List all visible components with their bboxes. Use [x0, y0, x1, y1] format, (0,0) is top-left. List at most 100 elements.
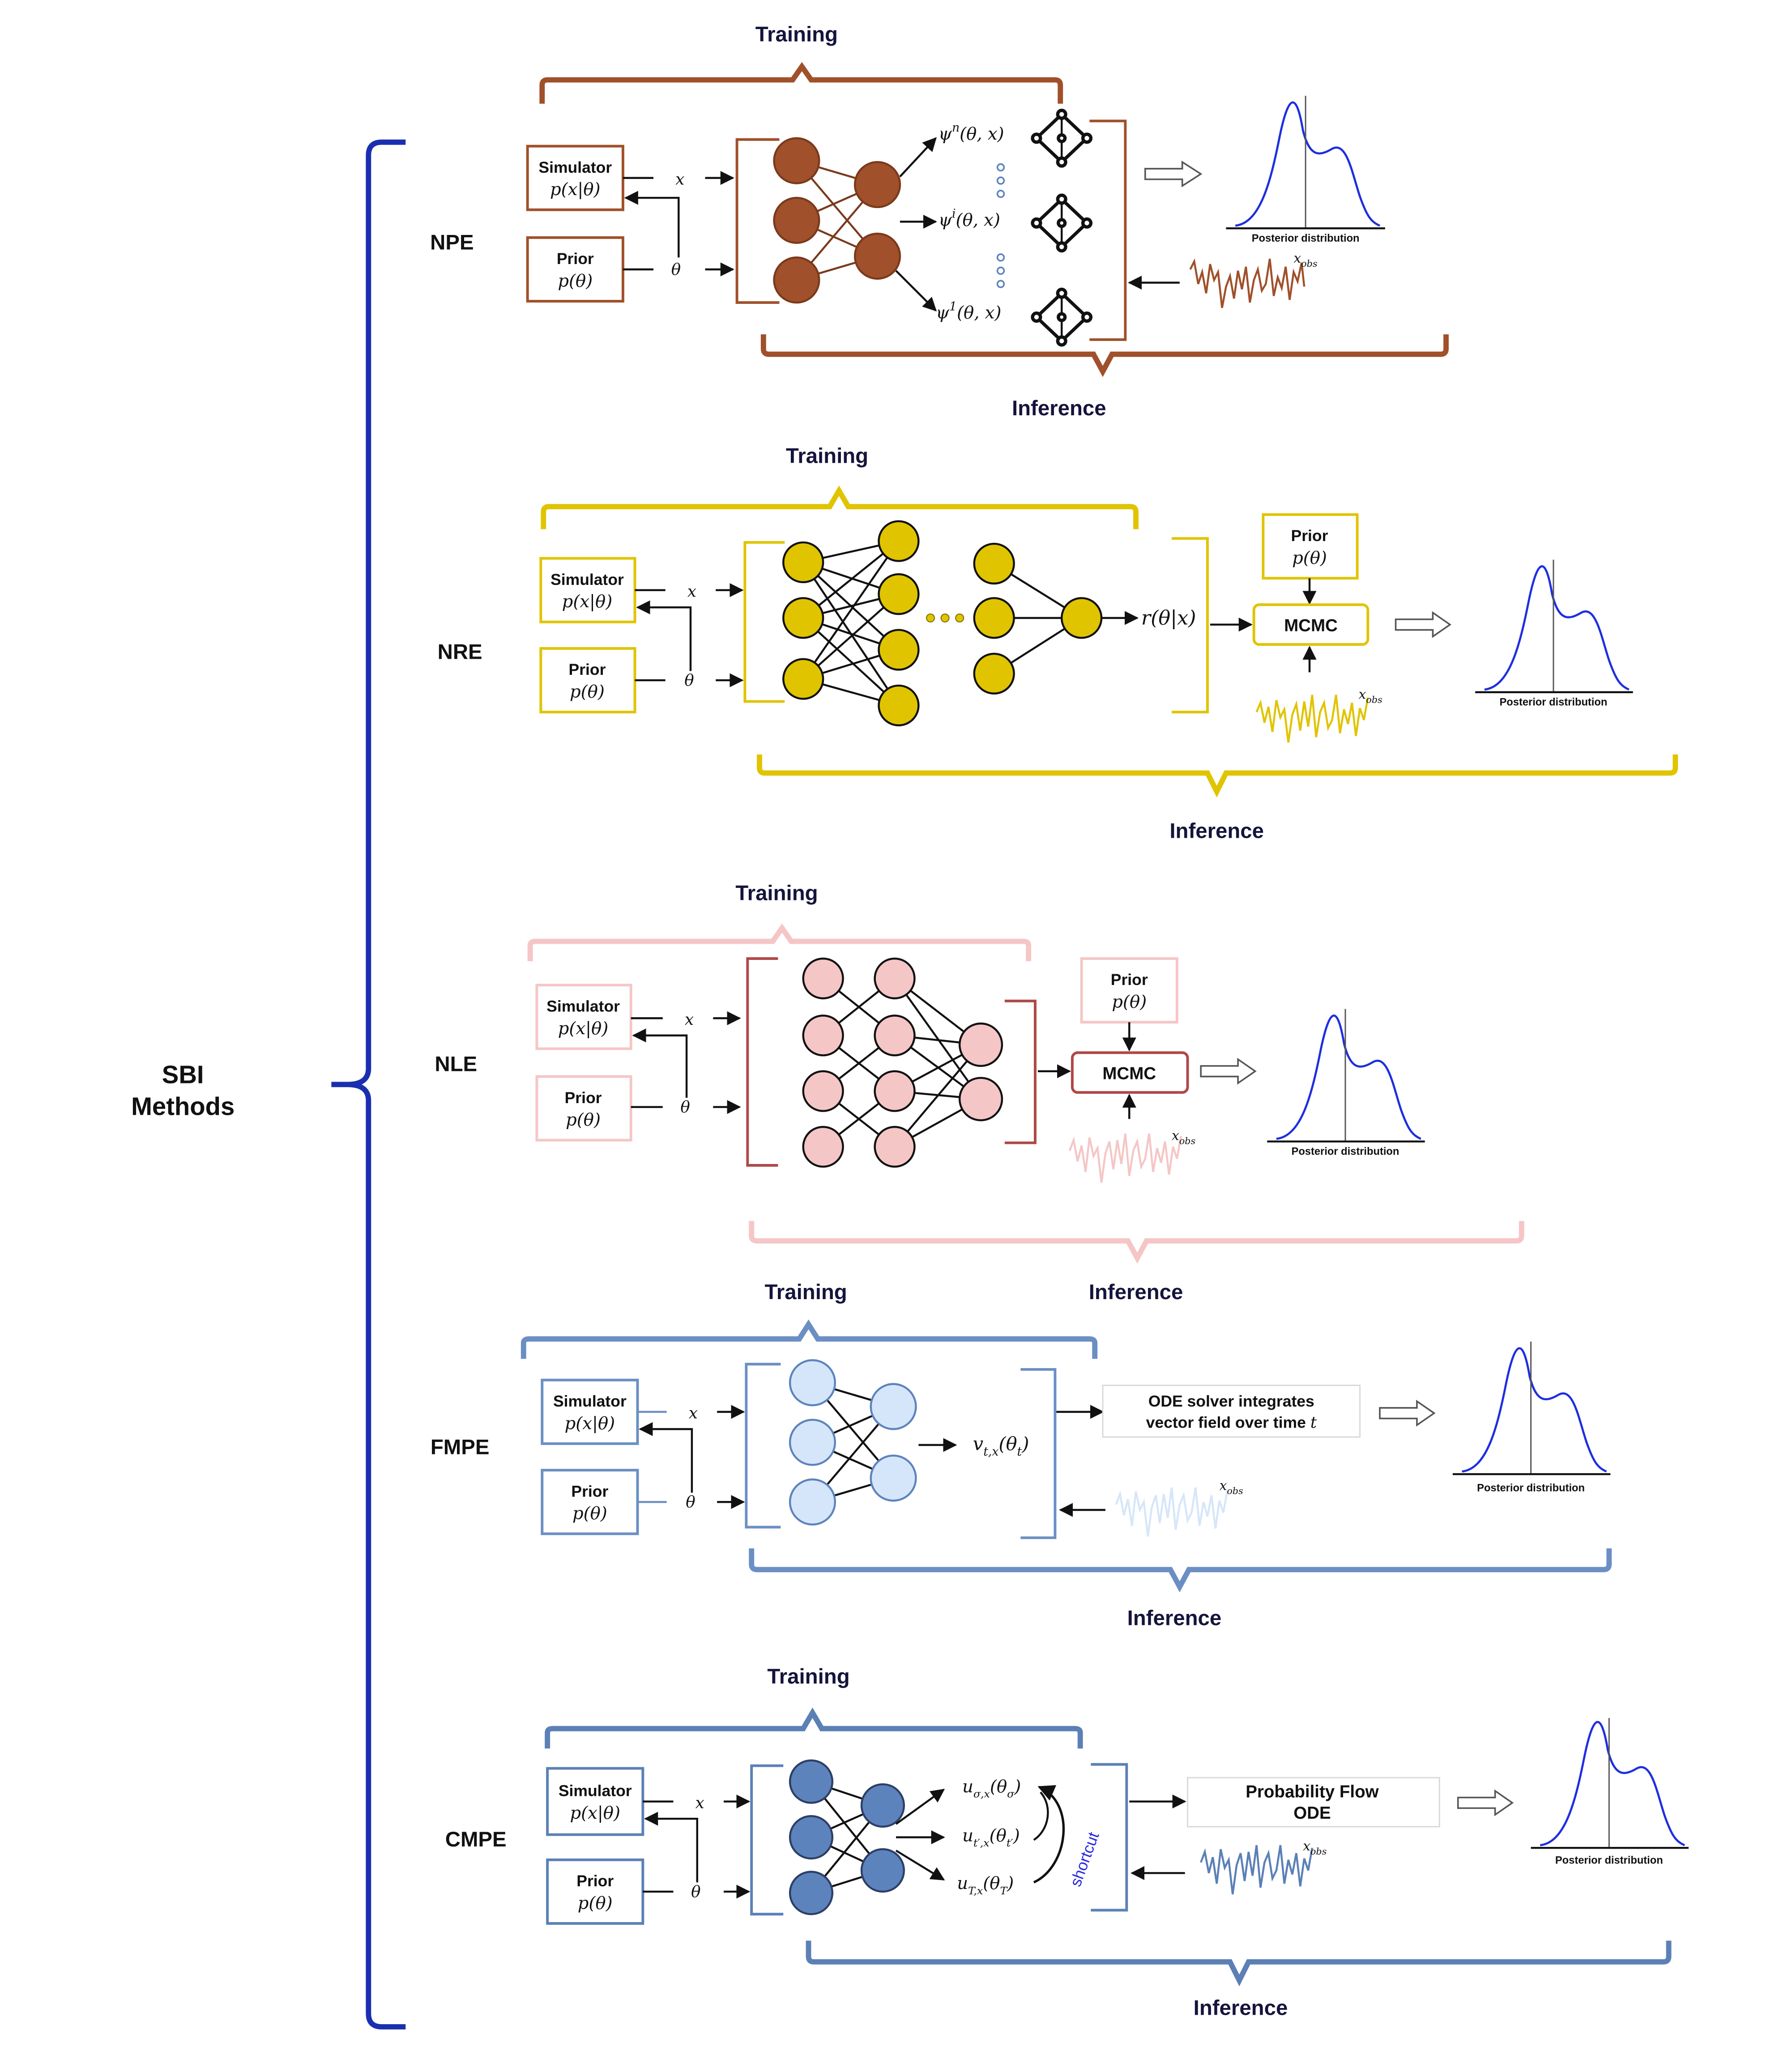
fmpe-simulator-label: Simulator: [553, 1392, 627, 1410]
fmpe-simulator-box: [541, 1378, 639, 1445]
npe-net-bracket-right: [1089, 119, 1127, 341]
nle-simulator-box: [535, 984, 632, 1050]
method-label-npe: NPE: [430, 231, 474, 255]
nle-hollow-arrow: [1200, 1057, 1257, 1085]
fmpe-obs-signal: [1115, 1487, 1229, 1537]
fmpe-feedback-arrow: [639, 1422, 693, 1493]
nre-network: [782, 520, 1103, 726]
cmpe-prior-expr: p(θ): [578, 1893, 613, 1913]
nre-x-label: x: [687, 583, 696, 601]
method-label-fmpe: FMPE: [431, 1436, 490, 1459]
npe-simulator-label: Simulator: [538, 158, 612, 176]
nle-inference-brace: [749, 1221, 1524, 1264]
npe-out-arrow-n: [899, 137, 937, 178]
nre-feedback-arrow: [636, 600, 692, 671]
fmpe-output-label: vt,x(θt): [973, 1433, 1029, 1459]
npe-output-1: ψ1(θ, x): [936, 300, 1002, 323]
fmpe-simulator-expr: p(x|θ): [565, 1413, 615, 1433]
npe-x-label: x: [675, 170, 684, 188]
npe-hollow-arrow: [1144, 160, 1203, 188]
fmpe-net-bracket-left: [745, 1363, 781, 1529]
method-label-nle: NLE: [435, 1053, 477, 1076]
cmpe-flow-line-2: ODE: [1293, 1803, 1331, 1823]
diagram-title-line-2: Methods: [131, 1092, 235, 1120]
nle-x-label: x: [685, 1010, 694, 1029]
fmpe-posterior-label: Posterior distribution: [1477, 1483, 1585, 1494]
nre-inference-label: Inference: [1169, 819, 1264, 843]
nre-simulator-label: Simulator: [550, 571, 624, 588]
nle-net-bracket-left: [746, 957, 778, 1167]
nle-feedback-arrow: [632, 1028, 688, 1098]
nre-mcmc-box: [1252, 603, 1370, 646]
cmpe-net-bracket-left: [750, 1764, 784, 1916]
diagram-title-line-1: SBI: [162, 1060, 204, 1088]
cmpe-simulator-expr: p(x|θ): [570, 1803, 620, 1823]
nle-prior-expr: p(θ): [566, 1110, 601, 1130]
cmpe-training-label: Training: [767, 1665, 849, 1688]
nle-mcmc-box: [1071, 1051, 1189, 1094]
nre-xobs-label: xobs: [1359, 687, 1382, 705]
cmpe-output-tprime: ut′,x(θt′): [962, 1825, 1020, 1849]
npe-output-i: ψi(θ, x): [939, 207, 1000, 230]
nle-posterior-label: Posterior distribution: [1292, 1146, 1399, 1157]
nle-training-label: Training: [735, 882, 818, 905]
npe-flow-icon-2: [1031, 193, 1093, 253]
nle-prior-label: Prior: [565, 1089, 602, 1107]
cmpe-shortcut-arc-1: [1033, 1785, 1065, 1884]
fmpe-solver-box: [1102, 1385, 1361, 1438]
cmpe-flow-box: [1187, 1777, 1440, 1828]
cmpe-output-sigma: uσ,x(θσ): [962, 1777, 1021, 1800]
npe-posterior-label: Posterior distribution: [1252, 233, 1360, 244]
npe-output-n: ψn(θ, x): [939, 121, 1004, 144]
nre-simulator-expr: p(x|θ): [562, 592, 613, 612]
cmpe-hollow-arrow: [1457, 1789, 1514, 1816]
section-npe: NPE Training Simulator p(x|θ) Prior p(θ)…: [430, 23, 1449, 420]
nre-training-label: Training: [786, 444, 868, 468]
cmpe-xobs-label: xobs: [1303, 1838, 1327, 1857]
nre-net-bracket-right: [1172, 537, 1209, 714]
cmpe-out-arrow-sigma: [895, 1789, 945, 1825]
npe-out-arrow-1: [895, 270, 937, 312]
npe-net-bracket-left: [735, 138, 780, 304]
nle-prior-box: [535, 1075, 632, 1142]
fmpe-solver-line-2: vector field over time t: [1146, 1413, 1317, 1432]
npe-obs-signal: [1189, 258, 1306, 308]
fmpe-training-label: Training: [764, 1280, 847, 1304]
section-nre: NRE Training Simulator p(x|θ) Prior p(θ)…: [438, 444, 1678, 843]
fmpe-hollow-arrow: [1379, 1399, 1436, 1427]
nre-posterior-label: Posterior distribution: [1500, 696, 1608, 708]
npe-prior-box: [526, 236, 624, 303]
nle-prior-label-2: Prior: [1111, 971, 1148, 989]
fmpe-prior-expr: p(θ): [572, 1504, 607, 1524]
nre-prior-expr-2: p(θ): [1292, 548, 1327, 568]
nre-ellipsis-dots: [926, 613, 964, 622]
cmpe-prior-label: Prior: [576, 1872, 614, 1890]
fmpe-net-bracket-right: [1020, 1368, 1057, 1539]
fmpe-solver-line-1: ODE solver integrates: [1148, 1392, 1314, 1410]
cmpe-feedback-arrow: [644, 1812, 698, 1883]
nre-prior-box-2: [1262, 513, 1359, 580]
npe-ellipsis-dots: [996, 163, 1005, 288]
npe-theta-label: θ: [671, 260, 681, 279]
nle-network: [802, 957, 1003, 1168]
fmpe-inference-label: Inference: [1127, 1607, 1222, 1630]
nre-prior-box: [539, 647, 636, 714]
cmpe-output-T: uT,x(θT): [957, 1873, 1014, 1897]
npe-flow-icon-3: [1031, 287, 1093, 347]
method-label-nre: NRE: [438, 640, 482, 664]
cmpe-out-arrow-T: [895, 1850, 945, 1881]
cmpe-posterior-plot: Posterior distribution: [1531, 1718, 1689, 1867]
npe-simulator-expr: p(x|θ): [550, 179, 601, 200]
nre-posterior-plot: Posterior distribution: [1475, 559, 1633, 708]
fmpe-training-brace: [521, 1319, 1098, 1359]
nre-theta-label: θ: [684, 671, 694, 690]
nle-simulator-expr: p(x|θ): [558, 1019, 609, 1039]
nre-hollow-arrow: [1395, 611, 1452, 638]
nle-posterior-plot: Posterior distribution: [1267, 1009, 1425, 1157]
fmpe-prior-box: [541, 1469, 639, 1535]
cmpe-inference-label: Inference: [1194, 1996, 1288, 2020]
cmpe-simulator-box: [546, 1767, 644, 1836]
nre-simulator-box: [539, 557, 636, 623]
fmpe-inference-brace: [749, 1548, 1612, 1593]
cmpe-inference-brace: [806, 1940, 1672, 1987]
